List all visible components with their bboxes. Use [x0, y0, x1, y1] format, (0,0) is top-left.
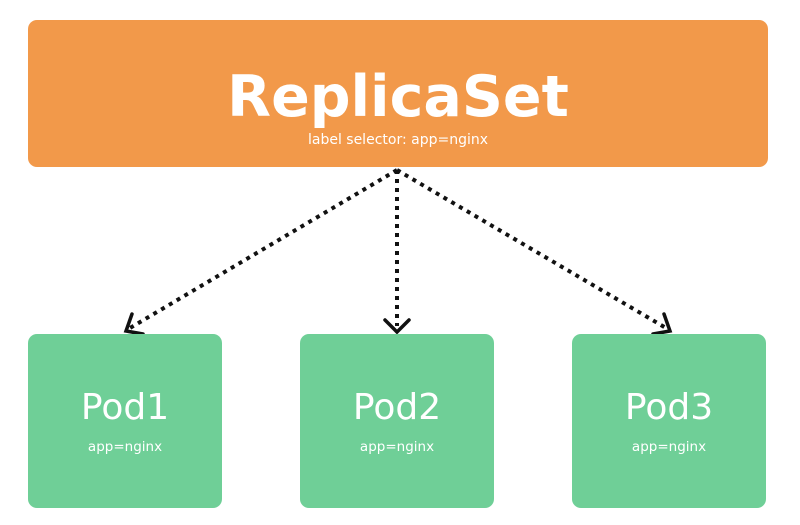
- pod3-node: Pod3 app=nginx: [572, 334, 766, 508]
- pod1-node: Pod1 app=nginx: [28, 334, 222, 508]
- arrowhead-pod1: [123, 312, 145, 336]
- arrowhead-pod2: [383, 318, 411, 335]
- pod1-label: app=nginx: [87, 439, 163, 455]
- pod3-label: app=nginx: [631, 439, 707, 455]
- pod3-name: Pod3: [624, 387, 714, 428]
- pod2-label: app=nginx: [359, 439, 435, 455]
- replicaset-selector: label selector: app=nginx: [307, 132, 489, 148]
- arrowhead-pod3: [651, 312, 673, 336]
- arrow-to-pod3: [395, 168, 668, 330]
- pod2-node: Pod2 app=nginx: [300, 334, 494, 508]
- replicaset-title: ReplicaSet: [227, 64, 569, 130]
- pod1-name: Pod1: [80, 387, 170, 428]
- arrow-to-pod1: [128, 168, 399, 330]
- replicaset-node: ReplicaSet label selector: app=nginx: [28, 20, 768, 167]
- pod2-name: Pod2: [352, 387, 442, 428]
